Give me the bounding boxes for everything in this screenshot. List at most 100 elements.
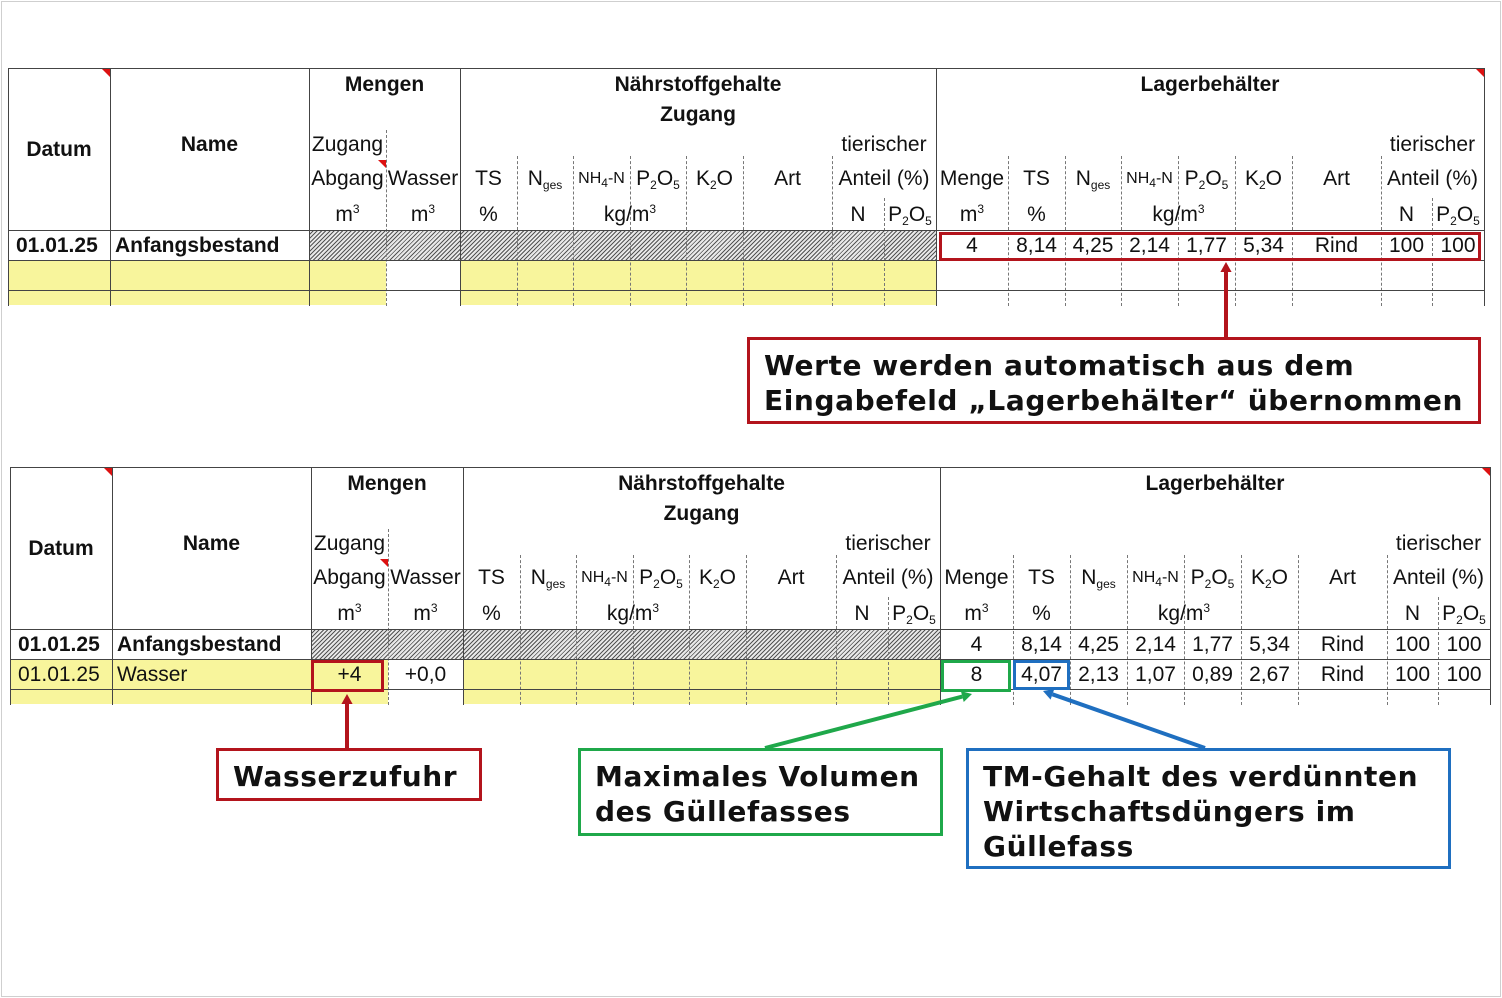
text-segment: O bbox=[1205, 167, 1222, 190]
cell-datum: 01.01.25 bbox=[18, 663, 100, 686]
comment-marker bbox=[1482, 468, 1490, 476]
column-divider bbox=[1121, 156, 1122, 306]
text-segment: 2 bbox=[653, 577, 660, 591]
text-segment: ges bbox=[542, 178, 563, 192]
text-segment: O bbox=[1265, 167, 1283, 190]
callout-line: Wirtschaftsdüngers im bbox=[983, 795, 1356, 828]
highlight-menge-value bbox=[941, 660, 1011, 692]
unit-kgm3: kg/m3 bbox=[1065, 203, 1292, 227]
header-anteil-p2o5: P2O5 bbox=[888, 602, 940, 626]
header-tierischer: tierischer bbox=[845, 532, 931, 555]
input-row-cells[interactable] bbox=[10, 689, 388, 704]
header-anteil: Anteil (%) bbox=[842, 566, 934, 589]
header-mengen: Mengen bbox=[344, 73, 425, 96]
input-row-cells[interactable] bbox=[10, 659, 388, 689]
header-anteil-p2o5: P2O5 bbox=[1438, 602, 1490, 626]
text-segment: 2 bbox=[902, 214, 909, 228]
column-divider bbox=[1235, 156, 1236, 306]
arrow-to-ts bbox=[1043, 689, 1206, 750]
cell-lager: 4 bbox=[966, 234, 978, 257]
text-segment: NH bbox=[581, 569, 605, 586]
header-tierischer: tierischer bbox=[1389, 133, 1476, 156]
input-row-cells[interactable] bbox=[460, 290, 936, 305]
text-segment: 2 bbox=[1258, 178, 1266, 192]
unit-m3: m3 bbox=[388, 602, 463, 626]
text-segment: P bbox=[888, 203, 903, 226]
unit-kgm3: kg/m3 bbox=[520, 602, 746, 626]
column-divider bbox=[888, 597, 889, 705]
text-segment: P bbox=[892, 602, 907, 625]
column-divider bbox=[743, 156, 744, 306]
header-anteil-n: N bbox=[854, 602, 870, 625]
unit-m3: m3 bbox=[940, 602, 1013, 626]
cell-lager: 8,14 bbox=[1021, 633, 1062, 656]
text-segment: O bbox=[716, 167, 734, 190]
comment-marker bbox=[378, 160, 386, 168]
text-segment: P bbox=[1442, 602, 1457, 625]
cell-lager: 0,89 bbox=[1192, 663, 1233, 686]
text-segment: 4 bbox=[1149, 176, 1156, 190]
text-segment: 3 bbox=[981, 601, 989, 615]
header-art: Art bbox=[1329, 566, 1356, 589]
highlight-zugang-value bbox=[311, 660, 384, 692]
header-zugang-n-ges: Nges bbox=[517, 167, 573, 191]
text-segment: kg/m bbox=[1157, 602, 1204, 625]
column-divider bbox=[573, 156, 574, 306]
column-divider bbox=[689, 555, 690, 705]
callout-wasserzufuhr: Wasserzufuhr bbox=[216, 748, 482, 801]
input-row-cells[interactable] bbox=[463, 689, 940, 704]
column-border bbox=[936, 68, 937, 306]
callout-line: TM-Gehalt des verdünnten bbox=[983, 760, 1419, 793]
input-row-cells[interactable] bbox=[460, 260, 936, 290]
cell-lager: 1,07 bbox=[1135, 663, 1176, 686]
highlight-lager-values bbox=[939, 232, 1481, 261]
hatched-cells bbox=[463, 629, 940, 659]
column-border bbox=[10, 467, 11, 705]
cell-lager: 4,07 bbox=[1021, 663, 1062, 686]
header-anteil: Anteil (%) bbox=[1386, 167, 1479, 190]
cell-zugang: +4 bbox=[337, 663, 362, 686]
arrow-to-menge bbox=[764, 691, 972, 750]
cell-lager: 4,25 bbox=[1078, 633, 1119, 656]
header-zugang-ts: TS bbox=[478, 566, 505, 589]
cell-lager: 100 bbox=[1388, 234, 1425, 257]
header-name: Name bbox=[180, 133, 239, 156]
column-border bbox=[8, 68, 9, 306]
input-row-cells[interactable] bbox=[463, 659, 940, 689]
column-divider bbox=[1013, 555, 1014, 705]
comment-marker bbox=[1476, 69, 1484, 77]
column-divider bbox=[633, 555, 634, 705]
header-lagerbehaelter: Lagerbehälter bbox=[1140, 73, 1280, 96]
row-border bbox=[8, 230, 1484, 231]
column-border bbox=[460, 68, 461, 306]
text-segment: NH bbox=[578, 170, 602, 187]
cell-lager: Rind bbox=[1320, 633, 1365, 656]
text-segment: m bbox=[410, 203, 429, 226]
column-divider bbox=[832, 156, 833, 306]
cell-lager: 1,77 bbox=[1192, 633, 1233, 656]
input-row-cells[interactable] bbox=[8, 290, 386, 305]
text-segment: N bbox=[1075, 167, 1091, 190]
cell-lager: 100 bbox=[1446, 663, 1482, 686]
text-segment: 5 bbox=[929, 613, 936, 627]
unit-percent: % bbox=[1027, 203, 1046, 226]
text-segment: kg/m bbox=[1152, 203, 1198, 226]
header-zugang-k2o: K2O bbox=[689, 566, 746, 590]
text-segment: m bbox=[413, 602, 431, 625]
header-anteil-p2o5: P2O5 bbox=[884, 203, 936, 227]
text-segment: 2 bbox=[709, 178, 717, 192]
comment-marker bbox=[380, 559, 388, 567]
callout-line: Maximales Volumen bbox=[595, 760, 920, 793]
text-segment: 3 bbox=[977, 202, 985, 216]
text-segment: 4 bbox=[1155, 575, 1162, 589]
highlight-ts-value bbox=[1013, 660, 1070, 690]
text-segment: K bbox=[1250, 566, 1265, 589]
input-row-cells[interactable] bbox=[8, 260, 386, 290]
cell-lager: 100 bbox=[1440, 234, 1476, 257]
text-segment: -N bbox=[610, 569, 628, 586]
header-zugang-ts: TS bbox=[475, 167, 502, 190]
text-segment: 3 bbox=[1203, 601, 1211, 615]
